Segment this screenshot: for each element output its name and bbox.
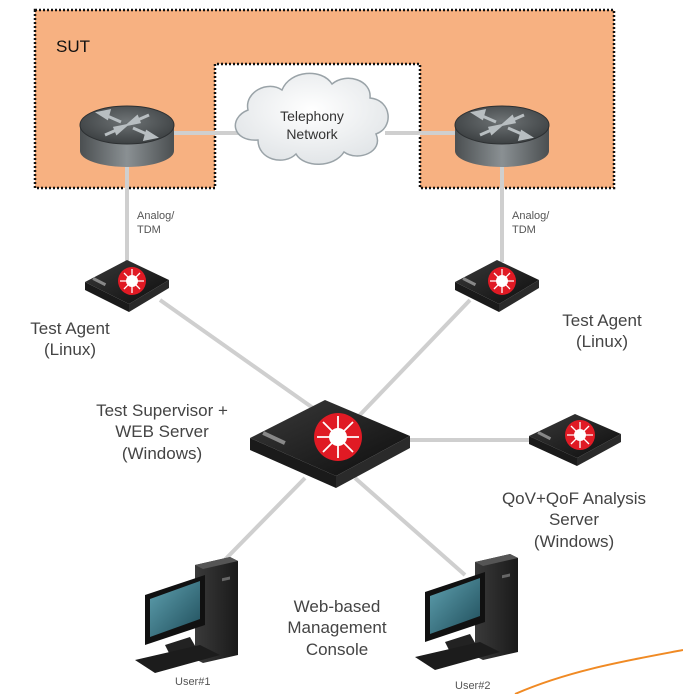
router-left [80,106,174,167]
test-supervisor-title: Test Supervisor + [62,400,262,421]
link-label-left-line1: Analog/ [137,209,174,223]
management-console-line2: Management [262,617,412,638]
analysis-server-role: Server [484,509,664,530]
test-agent-right-os: (Linux) [542,331,662,352]
test-supervisor-label: Test Supervisor + WEB Server (Windows) [62,400,262,464]
sut-label: SUT [56,36,90,57]
test-supervisor-role: WEB Server [62,421,262,442]
cloud-label-line2: Network [268,126,356,144]
management-console-line3: Console [262,639,412,660]
analysis-server-os: (Windows) [484,531,664,552]
decorative-curve [515,650,683,694]
workstation-user1 [135,557,238,673]
link-supervisor-user2 [355,478,465,575]
test-agent-left-title: Test Agent [10,318,130,339]
test-agent-right-label: Test Agent (Linux) [542,310,662,353]
link-label-right-line1: Analog/ [512,209,549,223]
test-supervisor-device [250,400,410,488]
link-label-right-line2: TDM [512,223,549,237]
test-agent-right-title: Test Agent [542,310,662,331]
link-label-left: Analog/ TDM [137,209,174,238]
management-console-line1: Web-based [262,596,412,617]
link-label-left-line2: TDM [137,223,174,237]
management-console-label: Web-based Management Console [262,596,412,660]
test-agent-left-label: Test Agent (Linux) [10,318,130,361]
user1-label: User#1 [175,675,210,689]
link-agent-right-supervisor [355,300,470,420]
cloud-label: Telephony Network [268,108,356,143]
analysis-server-label: QoV+QoF Analysis Server (Windows) [484,488,664,552]
cloud-label-line1: Telephony [268,108,356,126]
router-right [455,106,549,167]
test-agent-left-os: (Linux) [10,339,130,360]
workstation-user2 [415,554,518,670]
analysis-server-title: QoV+QoF Analysis [484,488,664,509]
test-supervisor-os: (Windows) [62,443,262,464]
analysis-server-device [529,414,621,466]
user2-label: User#2 [455,679,490,693]
link-label-right: Analog/ TDM [512,209,549,238]
connections [127,133,535,580]
test-agent-left-device [85,260,169,312]
